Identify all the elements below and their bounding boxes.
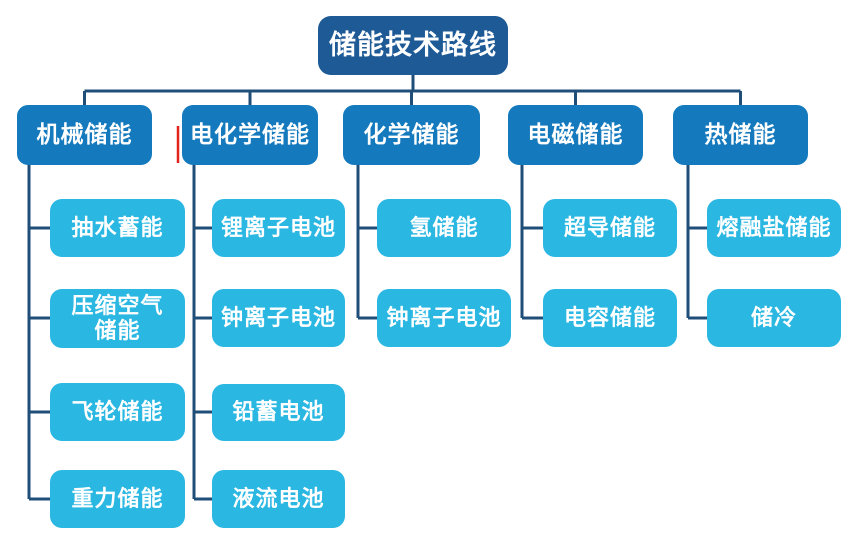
node-child-zhong-ion-battery-2: 钟离子电池 bbox=[377, 289, 511, 347]
node-child-pumped-hydro: 抽水蓄能 bbox=[50, 199, 185, 257]
node-child-label: 熔融盐储能 bbox=[716, 214, 832, 240]
node-child-label: 超导储能 bbox=[563, 214, 656, 240]
node-root-label: 储能技术路线 bbox=[329, 30, 497, 61]
node-branch-label: 化学储能 bbox=[363, 121, 460, 148]
node-child-label: 锂离子电池 bbox=[220, 214, 336, 240]
node-child-compressed-air: 压缩空气 储能 bbox=[50, 289, 185, 348]
node-child-gravity: 重力储能 bbox=[50, 470, 185, 528]
node-child-label: 飞轮储能 bbox=[71, 398, 164, 424]
node-branch-label: 电磁储能 bbox=[527, 121, 624, 148]
node-child-cold-storage: 储冷 bbox=[707, 289, 841, 347]
node-branch-electrochemical: 电化学储能 bbox=[182, 105, 318, 165]
node-root: 储能技术路线 bbox=[318, 16, 508, 75]
node-child-zhong-ion-battery: 钟离子电池 bbox=[212, 289, 345, 347]
node-child-label: 铅蓄电池 bbox=[232, 399, 325, 425]
node-branch-thermal: 热储能 bbox=[673, 105, 808, 165]
node-child-capacitor-storage: 电容储能 bbox=[543, 289, 677, 347]
node-child-flywheel: 飞轮储能 bbox=[50, 383, 185, 441]
node-child-superconducting-storage: 超导储能 bbox=[543, 199, 677, 257]
node-child-label: 钟离子电池 bbox=[220, 304, 336, 330]
node-branch-electromagnetic: 电磁储能 bbox=[508, 105, 643, 165]
node-branch-label: 机械储能 bbox=[36, 121, 133, 148]
node-branch-label: 电化学储能 bbox=[190, 121, 310, 148]
node-child-label: 压缩空气 储能 bbox=[71, 292, 164, 343]
node-child-label: 液流电池 bbox=[232, 485, 325, 511]
node-branch-chemical: 化学储能 bbox=[343, 105, 480, 165]
node-child-label: 抽水蓄能 bbox=[71, 214, 164, 240]
tree-connector-path bbox=[27, 75, 742, 501]
node-child-label: 氢储能 bbox=[409, 214, 479, 240]
node-child-lead-acid-battery: 铅蓄电池 bbox=[212, 384, 345, 441]
node-child-hydrogen-storage: 氢储能 bbox=[377, 199, 511, 257]
node-branch-label: 热储能 bbox=[704, 121, 777, 148]
node-child-label: 重力储能 bbox=[71, 485, 164, 511]
node-child-molten-salt-storage: 熔融盐储能 bbox=[707, 199, 841, 257]
node-child-flow-battery: 液流电池 bbox=[212, 470, 345, 528]
node-child-lithium-ion-battery: 锂离子电池 bbox=[212, 199, 345, 257]
node-child-label: 储冷 bbox=[750, 304, 797, 330]
node-child-label: 电容储能 bbox=[563, 304, 656, 330]
node-child-label: 钟离子电池 bbox=[386, 304, 502, 330]
node-branch-mechanical: 机械储能 bbox=[17, 105, 152, 165]
